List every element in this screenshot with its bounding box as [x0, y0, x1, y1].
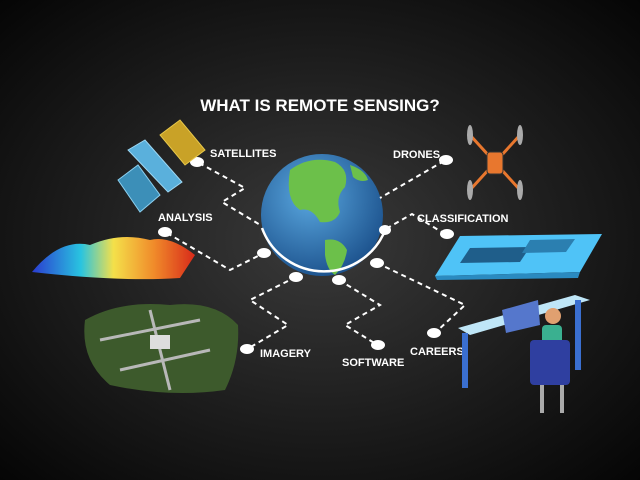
person-at-desk-icon: [458, 295, 590, 413]
topic-drones[interactable]: DRONES: [393, 149, 453, 165]
globe-icon: [261, 154, 383, 276]
ring-node: [379, 225, 391, 235]
connectors: [166, 160, 467, 349]
topic-imagery[interactable]: IMAGERY: [240, 344, 312, 360]
topic-satellites[interactable]: SATELLITES: [190, 148, 276, 167]
topic-label: CLASSIFICATION: [417, 213, 509, 225]
topic-label: SATELLITES: [210, 148, 276, 160]
ring-node: [257, 248, 271, 258]
topic-analysis[interactable]: ANALYSIS: [158, 212, 213, 237]
aerial-imagery-icon: [84, 304, 239, 394]
topic-label: ANALYSIS: [158, 212, 213, 224]
satellite-icon: [117, 119, 206, 213]
topic-software[interactable]: SOFTWARE: [342, 340, 404, 369]
ring-node: [289, 272, 303, 282]
topic-label: SOFTWARE: [342, 357, 404, 369]
topic-label: CAREERS: [410, 346, 464, 358]
page-title: WHAT IS REMOTE SENSING?: [200, 96, 440, 115]
drone-icon: [467, 125, 523, 200]
ring-node: [332, 275, 346, 285]
ring-node: [370, 258, 384, 268]
topic-classification[interactable]: CLASSIFICATION: [417, 213, 509, 239]
topic-label: DRONES: [393, 149, 440, 161]
topic-label: IMAGERY: [260, 348, 312, 360]
topic-careers[interactable]: CAREERS: [410, 328, 464, 358]
classification-grid-icon: [435, 234, 602, 280]
heatmap-surface-icon: [32, 236, 195, 280]
globe-ring: [260, 227, 388, 273]
